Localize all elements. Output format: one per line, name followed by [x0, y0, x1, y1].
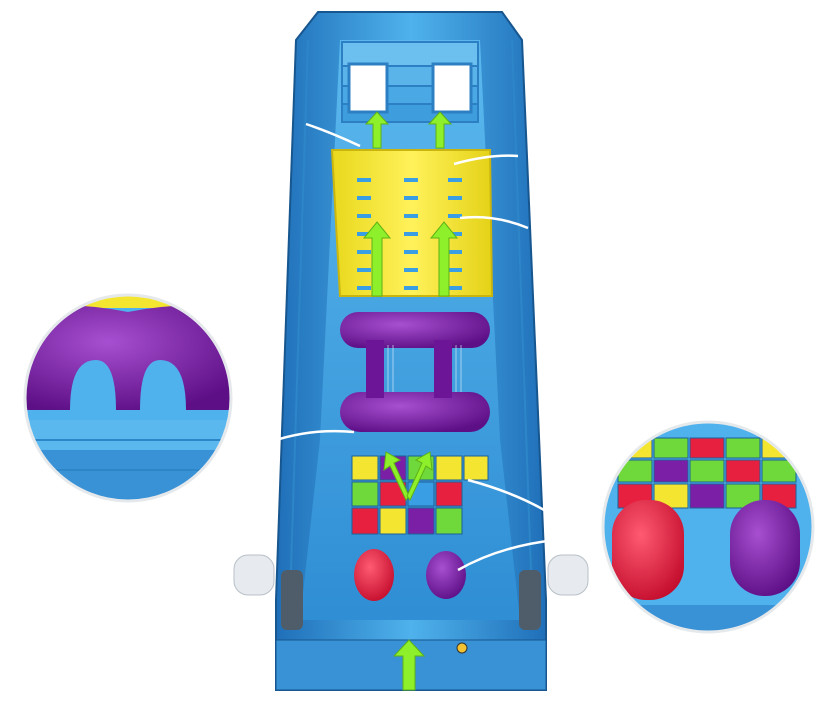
- climbing-holds: [357, 178, 462, 290]
- front-dark-panel-right: [519, 570, 541, 630]
- red-pop-up: [354, 549, 394, 601]
- direction-arrows: [362, 111, 459, 691]
- front-dark-panel-left: [281, 570, 303, 630]
- right-side-roller: [547, 554, 589, 596]
- up-arrow-icon: [364, 111, 390, 149]
- wall-seams: [289, 39, 533, 601]
- pointer-lines: [269, 122, 557, 572]
- climbing-wall: [330, 149, 494, 297]
- inflatable-body: [233, 11, 589, 691]
- top-window-right: [431, 62, 473, 114]
- callout-circle-left: [22, 292, 234, 504]
- top-window-left: [347, 62, 389, 114]
- block-grid: [351, 455, 489, 535]
- callout-circle-right: [600, 419, 816, 635]
- up-arrow-icon: [427, 111, 453, 149]
- diagonal-arrow-icon: [383, 451, 410, 501]
- up-arrow-icon: [362, 221, 392, 297]
- diagonal-arrow-icon: [406, 451, 433, 501]
- purple-pop-up: [426, 551, 466, 599]
- blower-port: [456, 642, 468, 654]
- purple-pillar-obstacle: [340, 312, 490, 432]
- up-arrow-icon: [392, 639, 426, 691]
- up-arrow-icon: [429, 221, 459, 297]
- left-side-roller: [233, 554, 275, 596]
